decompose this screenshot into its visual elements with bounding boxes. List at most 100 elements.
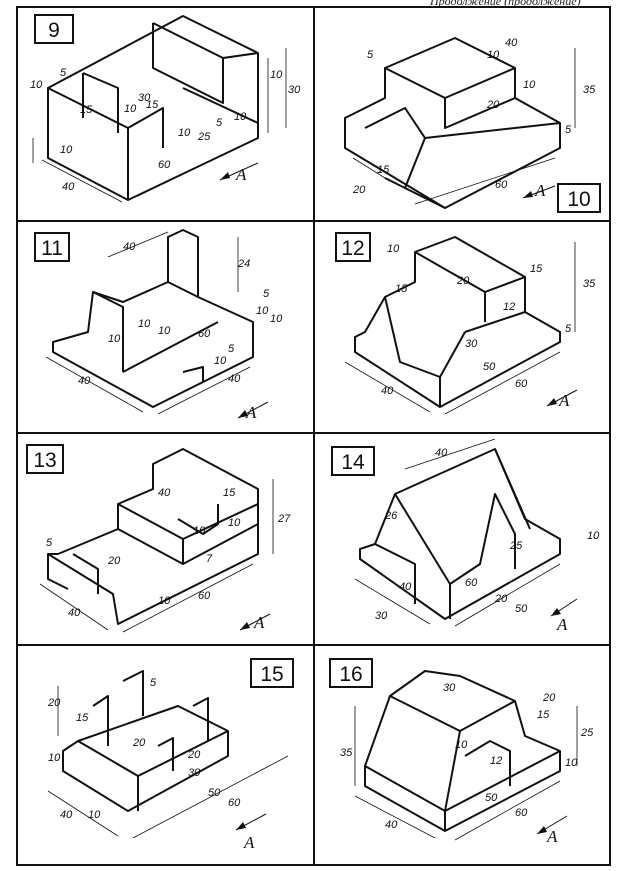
dim-label: 60 <box>495 179 508 191</box>
dim-label: 12 <box>503 301 515 313</box>
view-label: A <box>253 613 265 632</box>
dim-label: 60 <box>515 378 528 390</box>
dim-label: 5 <box>367 49 374 61</box>
dim-label: 60 <box>515 807 528 819</box>
exercise-cell-16: 16 30 20 15 10 12 25 35 <box>315 646 610 858</box>
exercise-number: 15 <box>250 658 294 688</box>
dim-label: 24 <box>237 258 250 270</box>
dim-label: 40 <box>399 581 412 593</box>
isometric-drawing-16: 30 20 15 10 12 25 35 10 50 40 60 A <box>340 670 594 846</box>
dim-label: 30 <box>188 767 201 779</box>
exercise-cell-10: 10 5 10 40 10 35 20 5 15 <box>315 8 610 220</box>
dim-label: 5 <box>216 117 223 129</box>
exercise-number: 9 <box>34 14 74 44</box>
dim-label: 15 <box>537 709 550 721</box>
dimension-labels: 5 10 40 10 35 20 5 15 20 60 <box>352 37 596 196</box>
dim-label: 10 <box>487 49 500 61</box>
dim-label: 15 <box>146 99 159 111</box>
exercise-sheet: 9 10 5 15 30 10 15 <box>16 6 611 866</box>
dim-label: 25 <box>580 727 594 739</box>
row-divider-3 <box>18 644 609 646</box>
exercise-number: 16 <box>329 658 373 688</box>
dim-label: 27 <box>277 513 291 525</box>
dimension-labels: 40 26 25 10 40 60 20 30 50 <box>375 447 600 622</box>
dim-label: 20 <box>542 692 556 704</box>
dim-label: 40 <box>435 447 448 459</box>
dim-label: 50 <box>515 603 528 615</box>
dim-label: 10 <box>387 243 400 255</box>
dim-label: 10 <box>108 333 121 345</box>
dim-label: 40 <box>381 385 394 397</box>
dim-label: 10 <box>138 318 151 330</box>
view-label: A <box>546 827 558 846</box>
dim-label: 10 <box>228 517 241 529</box>
dimension-labels: 5 20 15 20 20 10 30 50 40 10 60 <box>47 677 241 821</box>
dimension-labels: 10 5 15 30 10 15 30 10 10 25 5 10 40 60 … <box>30 67 301 193</box>
dim-label: 10 <box>270 313 283 325</box>
dim-label: 40 <box>123 241 136 253</box>
exercise-cell-9: 9 10 5 15 30 10 15 <box>18 8 313 220</box>
exercise-number: 13 <box>26 444 64 474</box>
dim-label: 10 <box>214 355 227 367</box>
row-divider-2 <box>18 432 609 434</box>
exercise-number: 14 <box>331 446 375 476</box>
dim-label: 20 <box>47 697 61 709</box>
dimension-labels: 40 24 5 10 10 10 10 10 60 5 10 40 40 <box>78 241 283 387</box>
dim-label: 10 <box>523 79 536 91</box>
dimension-labels: 10 20 15 15 35 12 30 5 50 40 60 <box>381 243 596 397</box>
dim-label: 5 <box>150 677 157 689</box>
dim-label: 10 <box>178 127 191 139</box>
dim-label: 50 <box>208 787 221 799</box>
dimension-labels: 30 20 15 10 12 25 35 10 50 40 60 <box>340 682 594 831</box>
row-divider-1 <box>18 220 609 222</box>
dim-label: 30 <box>288 84 301 96</box>
dim-label: 30 <box>375 610 388 622</box>
dim-label: 5 <box>565 124 572 136</box>
dim-label: 30 <box>465 338 478 350</box>
dim-label: 15 <box>80 104 93 116</box>
view-label: A <box>556 615 568 634</box>
dim-label: 50 <box>485 792 498 804</box>
dim-label: 10 <box>60 144 73 156</box>
isometric-drawing-12: 10 20 15 15 35 12 30 5 50 40 60 A <box>344 236 596 415</box>
dim-label: 60 <box>465 577 478 589</box>
view-label: A <box>534 181 546 200</box>
dim-label: 15 <box>377 164 390 176</box>
exercise-number: 10 <box>557 183 601 213</box>
dim-label: 30 <box>138 92 151 104</box>
dim-label: 10 <box>256 305 269 317</box>
dim-label: 10 <box>270 69 283 81</box>
dim-label: 12 <box>490 755 502 767</box>
dim-label: 10 <box>88 809 101 821</box>
dim-label: 5 <box>263 288 270 300</box>
dim-label: 5 <box>46 537 53 549</box>
dim-label: 10 <box>565 757 578 769</box>
dim-label: 35 <box>583 84 596 96</box>
dim-label: 10 <box>30 79 43 91</box>
dim-label: 7 <box>206 553 213 565</box>
dim-label: 40 <box>68 607 81 619</box>
dim-label: 50 <box>483 361 496 373</box>
dim-label: 40 <box>158 487 171 499</box>
view-label: A <box>243 833 255 852</box>
exercise-number: 12 <box>335 232 371 262</box>
exercise-cell-12: 12 10 20 15 15 35 12 30 <box>315 222 610 434</box>
exercise-number: 11 <box>34 232 70 262</box>
view-label: A <box>558 391 570 410</box>
isometric-drawing-9: 10 5 15 30 10 15 30 10 10 25 5 10 40 60 … <box>30 15 301 203</box>
dim-label: 15 <box>530 263 543 275</box>
exercise-cell-14: 14 40 26 25 10 40 60 20 30 <box>315 434 610 646</box>
dim-label: 5 <box>60 67 67 79</box>
dim-label: 20 <box>456 275 470 287</box>
isometric-drawing-11: 40 24 5 10 10 10 10 10 60 5 10 40 40 A <box>45 229 283 422</box>
dim-label: 40 <box>228 373 241 385</box>
dim-label: 15 <box>76 712 89 724</box>
dim-label: 10 <box>587 530 600 542</box>
dim-label: 40 <box>78 375 91 387</box>
exercise-cell-13: 13 40 15 10 27 10 20 5 1 <box>18 434 313 646</box>
dim-label: 40 <box>62 181 75 193</box>
view-label: A <box>245 403 257 422</box>
dim-label: 25 <box>197 131 211 143</box>
dim-label: 10 <box>158 325 171 337</box>
dim-label: 20 <box>486 99 500 111</box>
